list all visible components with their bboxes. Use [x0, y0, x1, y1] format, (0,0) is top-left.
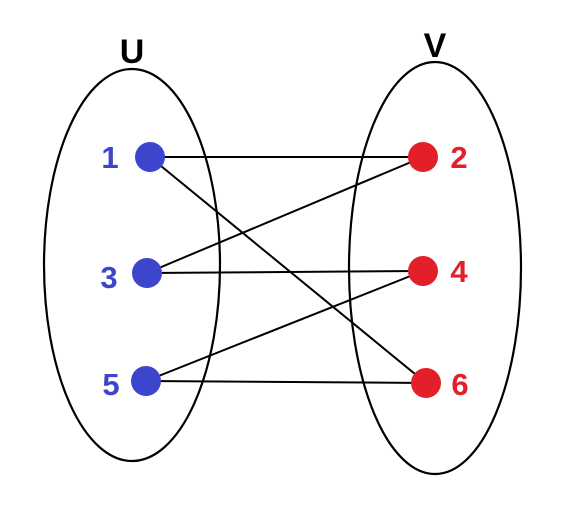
edges-group	[145, 156, 427, 384]
edge-3-2	[146, 156, 424, 274]
node-5-dot	[131, 366, 161, 396]
node-6-label: 6	[451, 367, 468, 402]
edge-1-6	[149, 156, 427, 384]
node-4-label: 4	[450, 254, 468, 289]
node-1-dot	[135, 142, 165, 172]
node-2-dot	[408, 142, 438, 172]
set-v-label: V	[424, 27, 447, 65]
node-3-dot	[132, 258, 162, 288]
node-1-label: 1	[101, 140, 118, 175]
edge-3-4	[146, 270, 424, 274]
set-u-label: U	[120, 33, 145, 71]
node-5-label: 5	[102, 367, 119, 402]
set-v-ellipse	[347, 60, 523, 476]
edge-5-6	[145, 380, 427, 384]
edge-5-4	[145, 270, 424, 382]
node-4-dot	[408, 256, 438, 286]
node-6-dot	[411, 368, 441, 398]
node-2-label: 2	[450, 140, 467, 175]
set-u-ellipse	[42, 67, 222, 463]
node-3-label: 3	[100, 260, 117, 295]
